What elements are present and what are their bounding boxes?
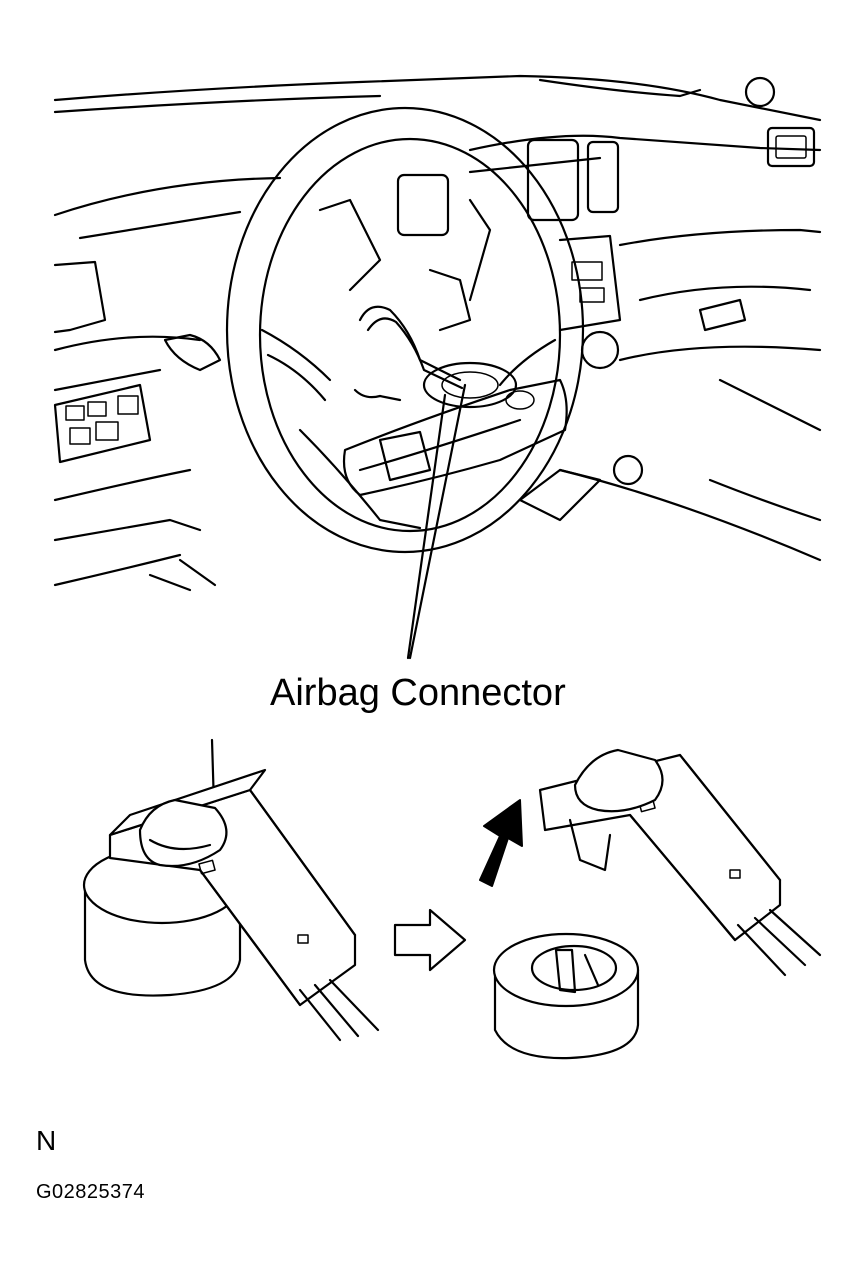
figure-letter: N — [36, 1125, 57, 1156]
airbag-connector-label: Airbag Connector — [270, 672, 566, 714]
dashboard-illustration — [53, 74, 822, 592]
switch-panel — [53, 383, 152, 464]
connector-released-illustration — [479, 748, 822, 1060]
connector-locked-illustration — [82, 738, 380, 1042]
steering-wheel-illustration — [225, 106, 585, 660]
solid-up-arrow — [479, 799, 523, 887]
figure-code: G02825374 — [36, 1181, 146, 1203]
hollow-right-arrow — [393, 908, 467, 972]
leader-line-1 — [408, 383, 467, 660]
airbag-module — [342, 305, 568, 497]
leader-line-2 — [406, 393, 447, 660]
